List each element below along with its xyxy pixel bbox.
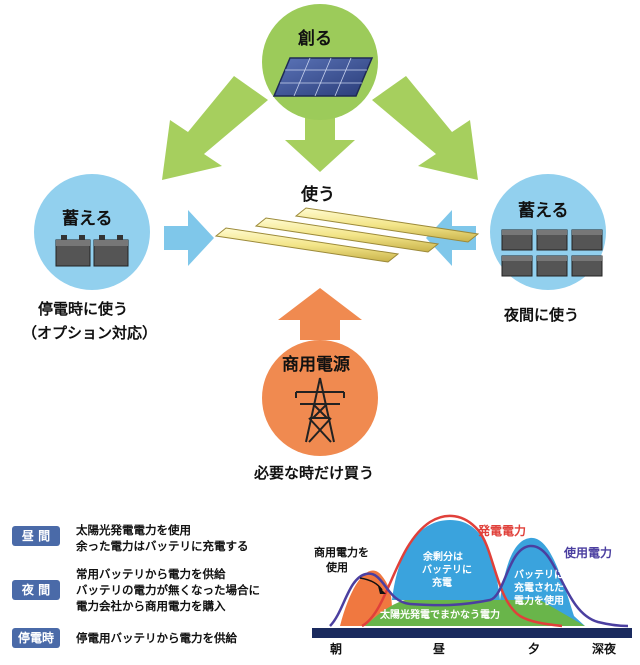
grid-label: 商用電源 [282,355,350,375]
annotation-battery-2: 充電された [514,583,564,594]
area-commercial [340,570,392,626]
tick-label-morning: 朝 [330,642,343,656]
arrow-create-to-right [372,76,478,180]
annotation-surplus-1: 余剰分は [423,552,463,563]
curve-consumption [329,544,629,628]
store-left-caption-1: 停電時に使う [38,300,129,318]
curve-generation [361,514,563,628]
annotation-battery-3: 電力を使用 [514,596,564,607]
store-left-caption-2: （オプション対応） [22,324,158,342]
grid-caption: 必要な時だけ買う [254,464,375,482]
use-label: 使う [301,185,335,205]
annotation-commercial-2: 使用 [326,561,348,574]
tick-label-midnight: 深夜 [592,642,617,656]
arrow-create-to-left [162,76,268,180]
tick-label-noon: 昼 [433,642,446,656]
legend-text-day: 太陽光発電電力を使用 余った電力はバッテリに充電する [76,523,249,553]
arrow-grid-to-use [278,288,362,340]
store-left-circle [34,174,150,290]
annotation-solar-band: 太陽光発電でまかなう電力 [380,610,500,621]
annotation-surplus-2: バッテリに [422,565,472,576]
annotation-surplus-3: 充電 [432,578,452,589]
legend-badge-day: 昼 間 [12,526,60,546]
arrow-create-to-use [285,118,355,172]
tick-label-evening: 夕 [528,642,541,656]
store-left-label: 蓄える [62,209,113,229]
store-right-label: 蓄える [518,201,569,221]
annotation-battery-1: バッテリに [514,570,564,581]
series-label-consumption: 使用電力 [564,546,613,560]
annotation-arrow [359,577,383,591]
legend-badge-outage: 停電時 [12,628,60,648]
battery-right-icon [501,229,603,277]
area-surplus [392,520,500,600]
grid-circle [262,340,378,456]
store-right-caption: 夜間に使う [504,306,580,324]
battery-left-icon [55,235,129,267]
energy-chart [312,514,632,638]
solar-panel-icon [272,57,374,97]
led-lamp-icon [214,207,480,263]
chart-baseline-bar [312,628,632,638]
annotation-commercial-1: 商用電力を [314,546,369,559]
create-label: 創る [298,29,332,49]
area-battery-use [500,537,585,626]
legend-text-outage: 停電用バッテリから電力を供給 [76,631,237,645]
legend-badge-night: 夜 間 [12,580,60,600]
power-tower-icon [295,377,345,443]
arrow-left-to-use [164,210,214,266]
legend-text-night: 常用バッテリから電力を供給 バッテリの電力が無くなった場合に 電力会社から商用電… [76,567,260,613]
series-label-generation: 発電電力 [478,524,527,538]
